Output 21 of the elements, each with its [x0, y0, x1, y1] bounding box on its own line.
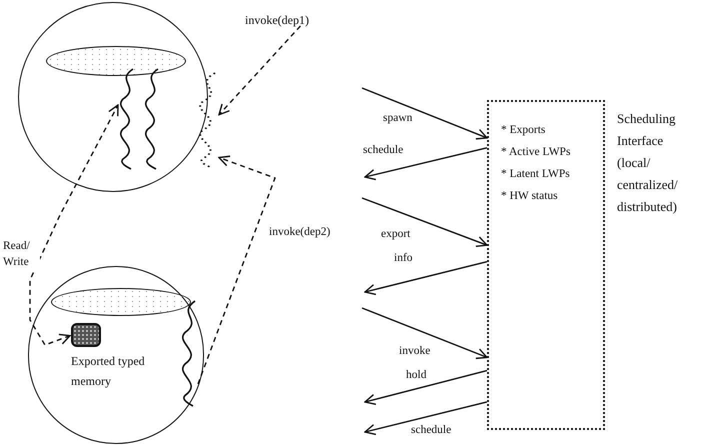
- call-label: invoke(dep1): [245, 13, 309, 27]
- arrow: [364, 401, 488, 436]
- list-item: * HW status: [501, 189, 558, 204]
- dashed-arrow: [29, 104, 119, 346]
- arrow: [364, 370, 488, 406]
- dashed-arrow: [218, 26, 301, 116]
- block-caption: Exported typed memory: [71, 353, 146, 390]
- list-item: * Exports: [501, 123, 546, 138]
- arrow: [362, 87, 488, 140]
- arrow: [362, 307, 488, 360]
- arrow: [364, 261, 488, 296]
- side-caption: Scheduling Interface (local/ centralized/ distributed): [617, 110, 679, 216]
- edge-label: invoke(dep2): [268, 224, 332, 240]
- arrow: [362, 197, 488, 248]
- list-item: * Active LWPs: [501, 145, 570, 160]
- dashed-arrow: [197, 156, 276, 384]
- edge-label: Read/ Write: [2, 238, 40, 270]
- ellipse: [51, 288, 191, 316]
- arrow: [364, 147, 488, 180]
- dotted-box: [487, 100, 605, 430]
- list-item: * Latent LWPs: [501, 167, 570, 182]
